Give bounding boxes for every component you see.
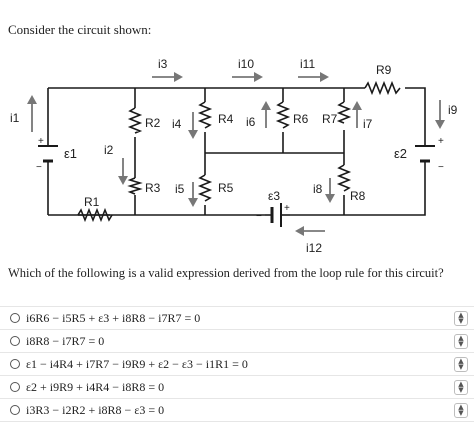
resistor-r2 (127, 107, 143, 134)
spinner-down-icon[interactable]: ▼ (458, 340, 464, 348)
spinner-down-icon[interactable]: ▼ (458, 363, 464, 371)
battery-e3 (265, 203, 290, 227)
resistor-r7 (336, 101, 352, 124)
arrow-i2 (118, 158, 128, 185)
answer-option-5[interactable]: i3R3 − i2R2 + i8R8 − ε3 = 0 ▲ ▼ (0, 398, 474, 422)
reorder-spinner-4[interactable]: ▲ ▼ (454, 380, 468, 395)
answer-option-3[interactable]: ε1 − i4R4 + i7R7 − i9R9 + ε2 − ε3 − i1R1… (0, 352, 474, 375)
spinner-down-icon[interactable]: ▼ (458, 386, 464, 394)
option-4-text: ε2 + i9R9 + i4R4 − i8R8 = 0 (26, 379, 165, 394)
label-e3: ε3 (268, 189, 280, 203)
label-e1: ε1 (64, 146, 77, 161)
arrow-i7 (352, 101, 362, 128)
label-e2-plus: + (438, 136, 444, 147)
spinner-down-icon[interactable]: ▼ (458, 409, 464, 417)
spinner-up-icon[interactable]: ▲ (458, 311, 464, 319)
arrow-i10 (232, 72, 263, 82)
option-3-text: ε1 − i4R4 + i7R7 − i9R9 + ε2 − ε3 − i1R1… (26, 356, 248, 371)
label-e3-minus: − (256, 211, 262, 222)
answer-option-4[interactable]: ε2 + i9R9 + i4R4 − i8R8 = 0 ▲ ▼ (0, 375, 474, 398)
reorder-spinner-2[interactable]: ▲ ▼ (454, 334, 468, 349)
spinner-up-icon[interactable]: ▲ (458, 334, 464, 342)
resistor-r6 (275, 101, 291, 129)
arrow-i4 (188, 112, 198, 139)
resistor-r9 (364, 80, 401, 96)
label-r8: R8 (350, 189, 366, 203)
battery-e1 (38, 145, 58, 163)
prompt-text: Consider the circuit shown: (8, 22, 152, 37)
label-r6: R6 (293, 112, 309, 126)
answer-options: i6R6 − i5R5 + ε3 + i8R8 − i7R7 = 0 ▲ ▼ i… (0, 306, 474, 422)
label-i6: i6 (246, 115, 256, 129)
reorder-spinner-1[interactable]: ▲ ▼ (454, 311, 468, 326)
arrow-i1 (27, 95, 37, 132)
reorder-spinner-5[interactable]: ▲ ▼ (454, 403, 468, 418)
label-e2: ε2 (394, 146, 407, 161)
label-e3-plus: + (284, 203, 290, 214)
arrow-i3 (152, 72, 183, 82)
reorder-spinner-3[interactable]: ▲ ▼ (454, 357, 468, 372)
answer-option-2[interactable]: i8R8 − i7R7 = 0 ▲ ▼ (0, 329, 474, 352)
spinner-down-icon[interactable]: ▼ (458, 317, 464, 325)
label-r9: R9 (376, 63, 392, 77)
circuit-diagram: i1 i2 i3 i4 i5 i6 i7 i8 i9 i10 i11 i12 R… (10, 57, 458, 255)
option-5-text: i3R3 − i2R2 + i8R8 − ε3 = 0 (26, 402, 165, 417)
label-r5: R5 (218, 181, 234, 195)
label-i11: i11 (300, 57, 315, 71)
spinner-up-icon[interactable]: ▲ (458, 357, 464, 365)
label-i12: i12 (306, 241, 322, 255)
label-i1: i1 (10, 111, 20, 125)
resistor-r5 (197, 174, 213, 202)
arrow-i11 (298, 72, 329, 82)
label-i3: i3 (158, 57, 168, 71)
radio-option-3[interactable] (10, 359, 20, 369)
label-e2-minus: − (438, 162, 444, 173)
label-r1: R1 (84, 195, 100, 209)
spinner-up-icon[interactable]: ▲ (458, 380, 464, 388)
label-i10: i10 (238, 57, 254, 71)
label-r7: R7 (322, 112, 338, 126)
battery-e2 (415, 145, 435, 163)
spinner-up-icon[interactable]: ▲ (458, 403, 464, 411)
label-r2: R2 (145, 116, 161, 130)
option-2-text: i8R8 − i7R7 = 0 (26, 333, 105, 348)
arrow-i6 (261, 101, 271, 128)
resistor-r8 (336, 164, 352, 192)
radio-option-4[interactable] (10, 382, 20, 392)
label-i2: i2 (104, 143, 114, 157)
label-i8: i8 (313, 182, 323, 196)
label-i7: i7 (363, 117, 373, 131)
arrow-i8 (325, 178, 335, 203)
resistor-r1 (77, 207, 113, 223)
option-1-text: i6R6 − i5R5 + ε3 + i8R8 − i7R7 = 0 (26, 310, 201, 325)
wire-top-right (405, 87, 426, 145)
arrow-i9 (435, 100, 445, 129)
radio-option-1[interactable] (10, 313, 20, 323)
wire-right-lower (290, 162, 426, 216)
label-i5: i5 (175, 182, 185, 196)
answer-option-1[interactable]: i6R6 − i5R5 + ε3 + i8R8 − i7R7 = 0 ▲ ▼ (0, 306, 474, 329)
label-i9: i9 (448, 103, 458, 117)
label-e1-plus: + (38, 136, 44, 147)
radio-option-5[interactable] (10, 405, 20, 415)
label-e1-minus: − (36, 162, 42, 173)
arrow-i5 (188, 182, 198, 207)
radio-option-2[interactable] (10, 336, 20, 346)
arrow-i12 (295, 226, 325, 236)
resistor-r3 (127, 177, 143, 195)
question-text: Which of the following is a valid expres… (8, 266, 444, 280)
label-r3: R3 (145, 181, 161, 195)
label-i4: i4 (172, 117, 182, 131)
label-r4: R4 (218, 112, 234, 126)
resistor-r4 (197, 101, 213, 129)
